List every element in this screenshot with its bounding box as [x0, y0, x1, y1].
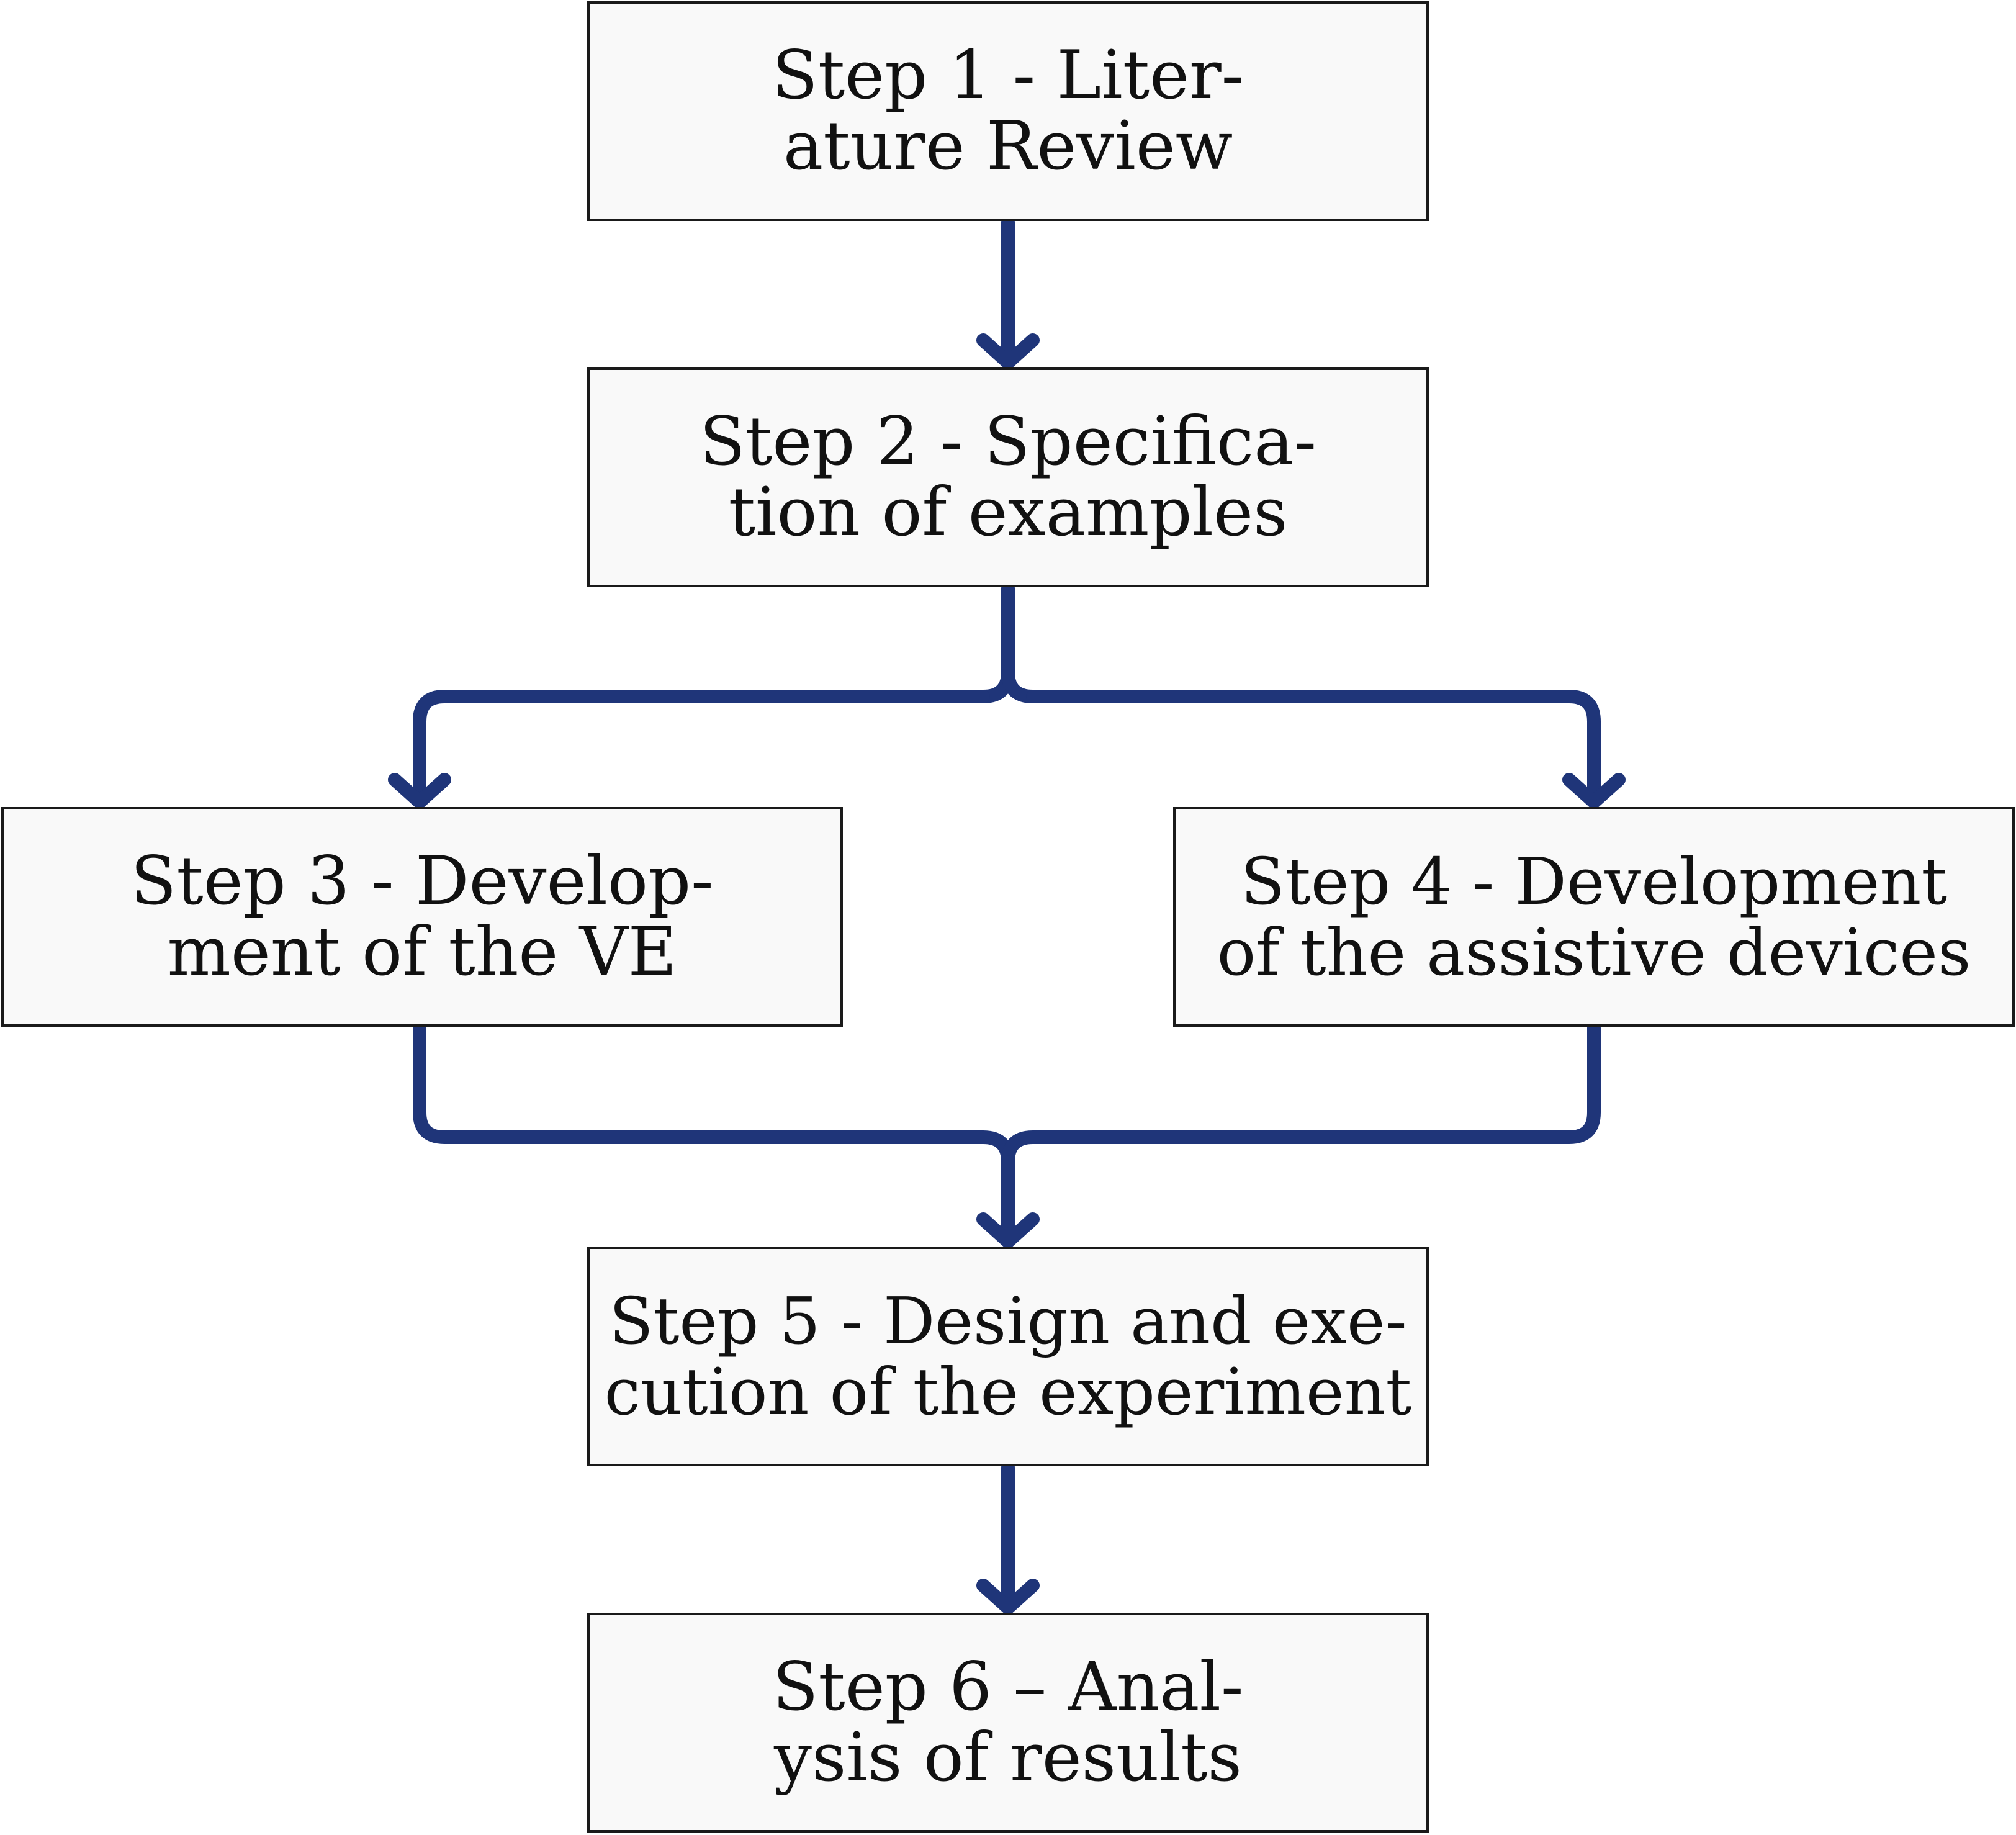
- step4-line2: of the assistive devices: [1217, 914, 1971, 990]
- step5-line1: Step 5 - Design and exe-: [609, 1283, 1407, 1359]
- step5-line2: cution of the experiment: [604, 1354, 1412, 1430]
- step6-box: Step 6 – Anal- ysis of results: [587, 1613, 1429, 1833]
- step2-line2: tion of examples: [728, 474, 1288, 551]
- arrowhead-step2-step3: [388, 773, 451, 809]
- step1-box: Step 1 - Liter- ature Review: [587, 1, 1429, 221]
- step5-box: Step 5 - Design and exe- cution of the e…: [587, 1247, 1429, 1466]
- arrowhead-merge-step5: [976, 1212, 1040, 1248]
- arrowhead-step1-step2: [976, 333, 1040, 369]
- step2-box: Step 2 - Specifica- tion of examples: [587, 367, 1429, 587]
- step3-box: Step 3 - Develop- ment of the VE: [1, 807, 843, 1027]
- step4-line1: Step 4 - Development: [1240, 844, 1948, 919]
- step1-line1: Step 1 - Liter-: [772, 37, 1244, 114]
- edge-step3-step5: [413, 1021, 1015, 1169]
- step6-line2: ysis of results: [774, 1719, 1242, 1797]
- step1-line2: ature Review: [783, 107, 1233, 185]
- arrowhead-step2-step4: [1562, 773, 1626, 809]
- step3-line1: Step 3 - Develop-: [130, 842, 714, 920]
- step3-line2: ment of the VE: [167, 913, 677, 991]
- edge-step2-step4: [1026, 690, 1601, 805]
- step4-box: Step 4 - Development of the assistive de…: [1173, 807, 2015, 1027]
- edge-step2-step3: [413, 690, 990, 805]
- arrowhead-step5-step6: [976, 1579, 1040, 1615]
- step2-line1: Step 2 - Specifica-: [699, 403, 1317, 480]
- edge-step4-step5: [1001, 1021, 1601, 1169]
- step6-line1: Step 6 – Anal-: [772, 1648, 1244, 1726]
